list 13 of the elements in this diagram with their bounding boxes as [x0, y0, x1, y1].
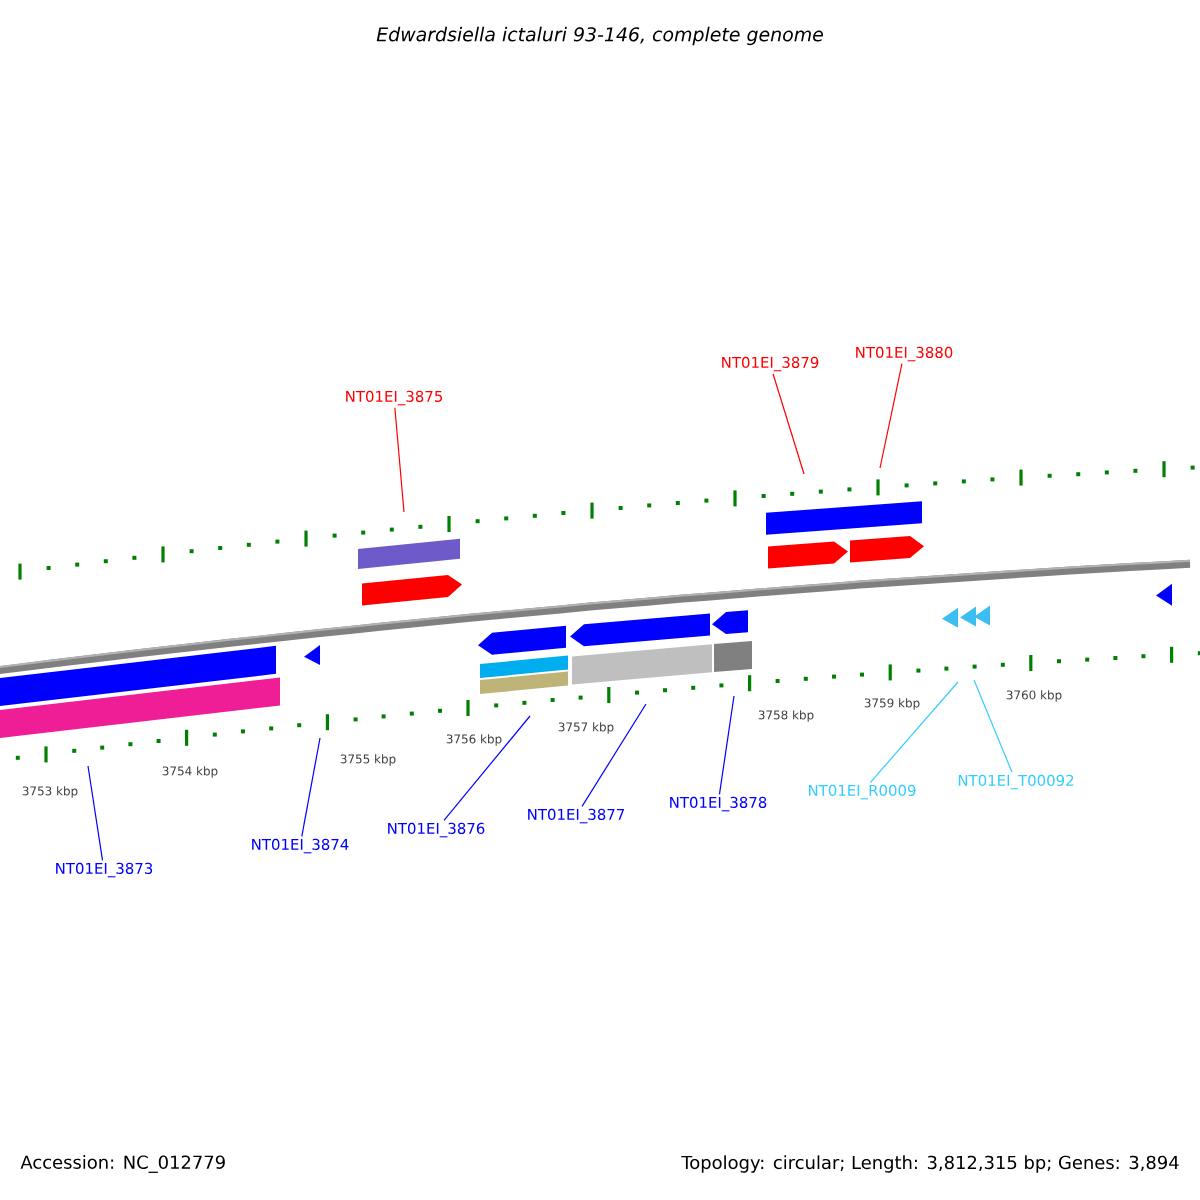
leader-line	[581, 703, 647, 807]
leader-line	[301, 737, 321, 837]
leader-line	[87, 765, 104, 861]
leader-line	[879, 363, 903, 469]
leader-line	[443, 715, 531, 821]
genome-info-text: Topology: circular; Length: 3,812,315 bp; Genes: 3,894	[681, 1155, 1179, 1173]
accession-text: Accession: NC_012779	[20, 1155, 225, 1173]
leader-line	[973, 679, 1013, 773]
leader-line	[772, 373, 805, 475]
leader-line	[718, 695, 735, 795]
leader-line	[869, 681, 959, 783]
title: Edwardsiella ictaluri 93-146, complete genome	[376, 26, 823, 46]
leader-line	[394, 407, 405, 513]
